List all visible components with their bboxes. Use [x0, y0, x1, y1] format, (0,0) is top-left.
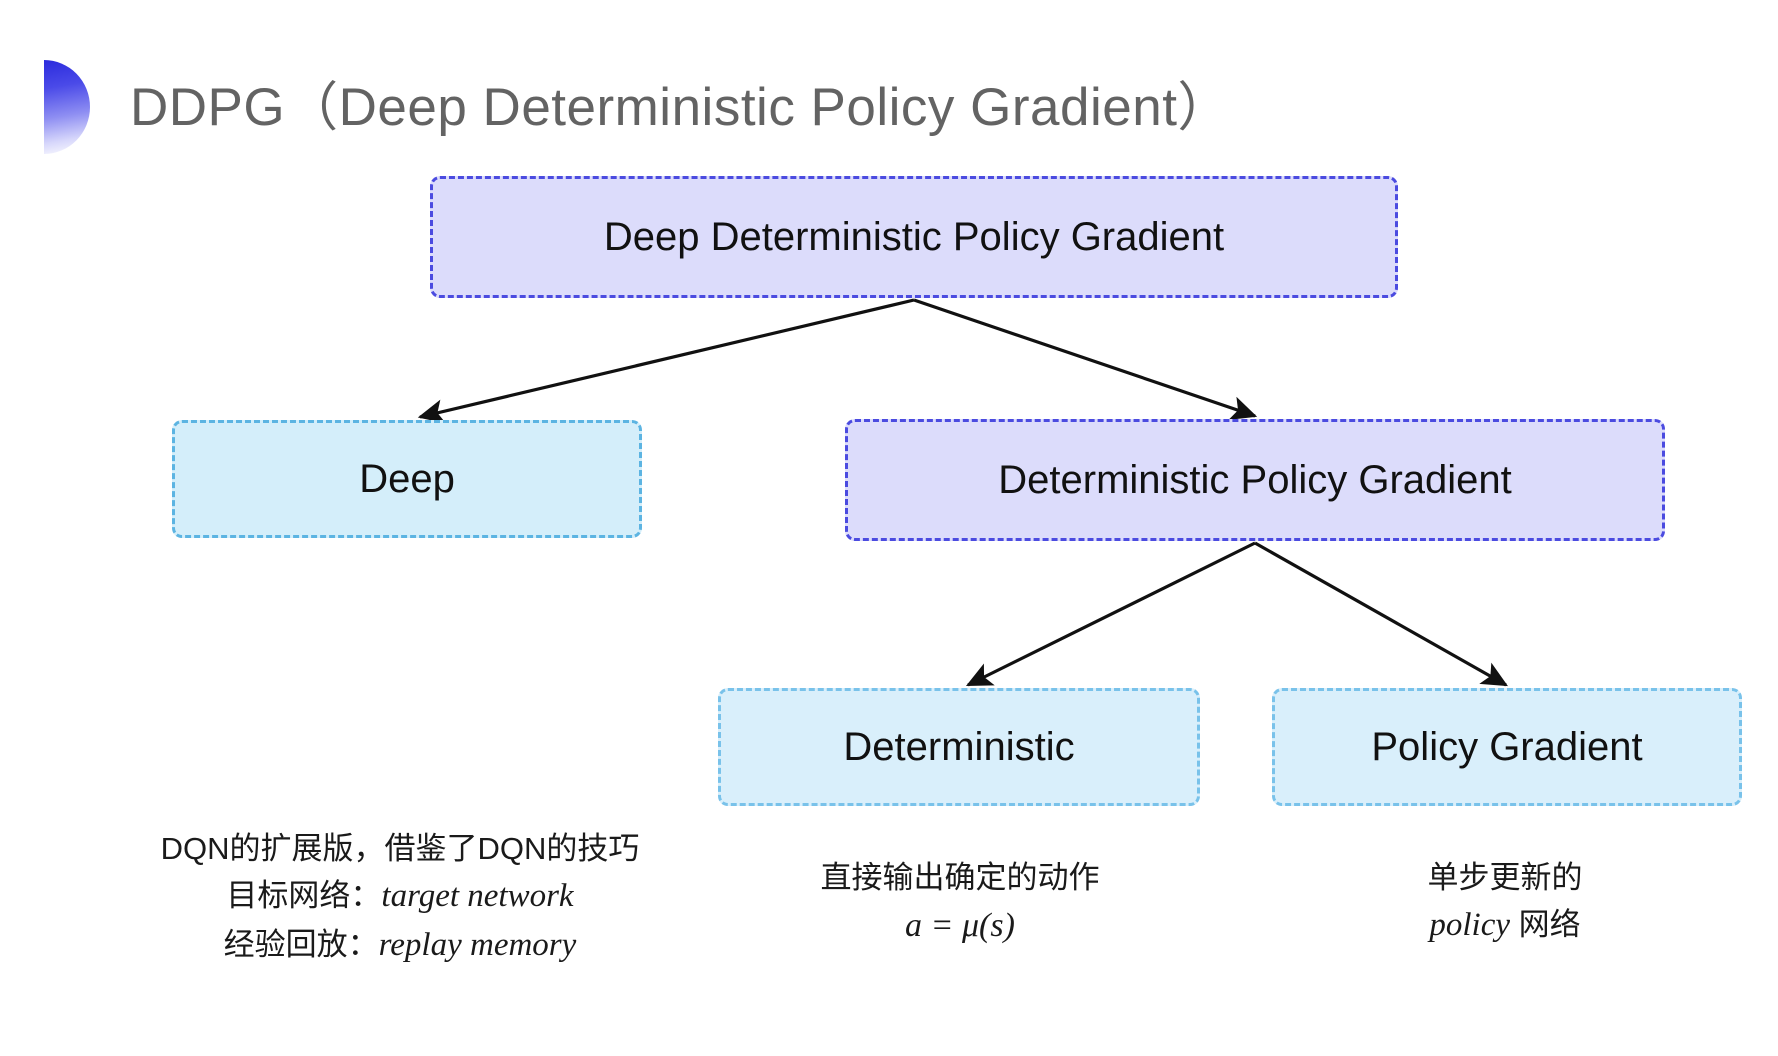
caption-policy-gradient-term: policy	[1429, 906, 1510, 943]
edge-dpg-to-policy-gradient	[1254, 541, 1508, 687]
node-deterministic-policy-gradient[interactable]: Deterministic Policy Gradient	[845, 419, 1665, 541]
caption-policy-gradient-suffix: 网络	[1510, 906, 1581, 942]
caption-deep-line3-prefix: 经验回放：	[223, 926, 379, 962]
caption-policy-gradient-line1: 单步更新的	[1427, 860, 1583, 895]
edge-dpg-to-deterministic	[965, 541, 1256, 687]
caption-deep-line3-term: replay memory	[378, 926, 577, 963]
page-title-text: DDPG（Deep Deterministic Policy Gradient）	[130, 77, 1231, 137]
edge-root-to-dpg	[913, 298, 1258, 420]
node-policy-gradient[interactable]: Policy Gradient	[1272, 688, 1742, 806]
caption-policy-gradient: 单步更新的 policy 网络	[1310, 855, 1700, 950]
caption-deep-line2: 目标网络：target network	[130, 872, 670, 921]
caption-deterministic-formula: a = μ(s)	[905, 906, 1015, 944]
node-label: Deep Deterministic Policy Gradient	[603, 215, 1225, 259]
node-deep[interactable]: Deep	[172, 420, 642, 538]
node-deterministic[interactable]: Deterministic	[718, 688, 1200, 806]
caption-deep-line2-prefix: 目标网络：	[226, 877, 382, 913]
caption-deterministic: 直接输出确定的动作 a = μ(s)	[760, 855, 1160, 951]
node-deep-deterministic-policy-gradient[interactable]: Deep Deterministic Policy Gradient	[430, 176, 1398, 298]
node-label: Deep	[359, 457, 455, 501]
edge-root-to-deep	[417, 298, 915, 424]
caption-deep-line3: 经验回放：replay memory	[130, 921, 670, 970]
caption-deterministic-line1: 直接输出确定的动作	[820, 860, 1100, 895]
node-label: Deterministic	[843, 725, 1075, 769]
page-title: DDPG（Deep Deterministic Policy Gradient）	[44, 58, 1231, 156]
node-label: Policy Gradient	[1371, 725, 1643, 769]
caption-deep: DQN的扩展版，借鉴了DQN的技巧 目标网络：target network 经验…	[130, 826, 670, 970]
node-label: Deterministic Policy Gradient	[998, 458, 1512, 502]
half-circle-gradient-icon	[44, 60, 90, 154]
caption-deep-line2-term: target network	[381, 877, 574, 914]
caption-policy-gradient-line2: policy 网络	[1310, 901, 1700, 950]
caption-deep-line1: DQN的扩展版，借鉴了DQN的技巧	[160, 831, 640, 866]
